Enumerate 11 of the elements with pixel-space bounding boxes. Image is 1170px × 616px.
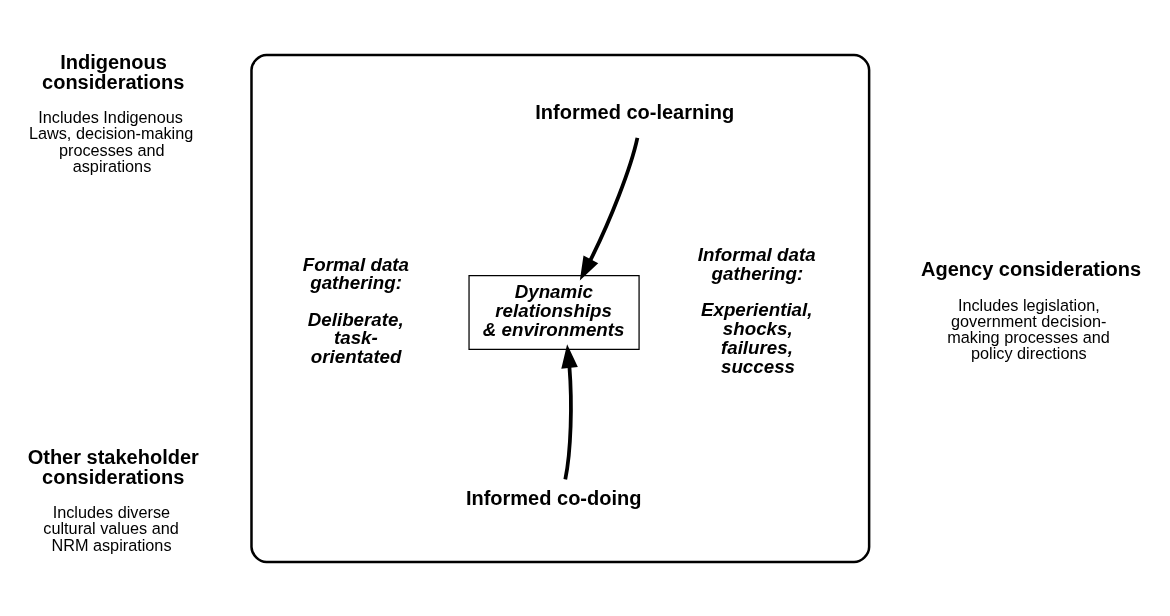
node-text: Indigenous considerations Includes Indigenous Laws, decision-making processes and aspirations (28, 50, 194, 175)
node-text: Informed co-doing (465, 486, 642, 509)
node-text: Agency considerations Includes legislation, government decision-making processes and policy directions (921, 257, 1142, 362)
node-text: Informal data gathering: Experiential, shocks, failures, success (697, 243, 816, 377)
node-text: Formal data gathering: Deliberate, task-orientated (302, 253, 410, 367)
arrow (561, 343, 578, 480)
cluster (250, 53, 871, 563)
node-text: Informed co-learning (535, 100, 735, 123)
arrow (579, 136, 640, 280)
node-text: Other stakeholder considerations Includes diverse cultural values and NRM aspirations (27, 445, 199, 554)
node-box: Dynamic relationships & environments (468, 274, 640, 350)
